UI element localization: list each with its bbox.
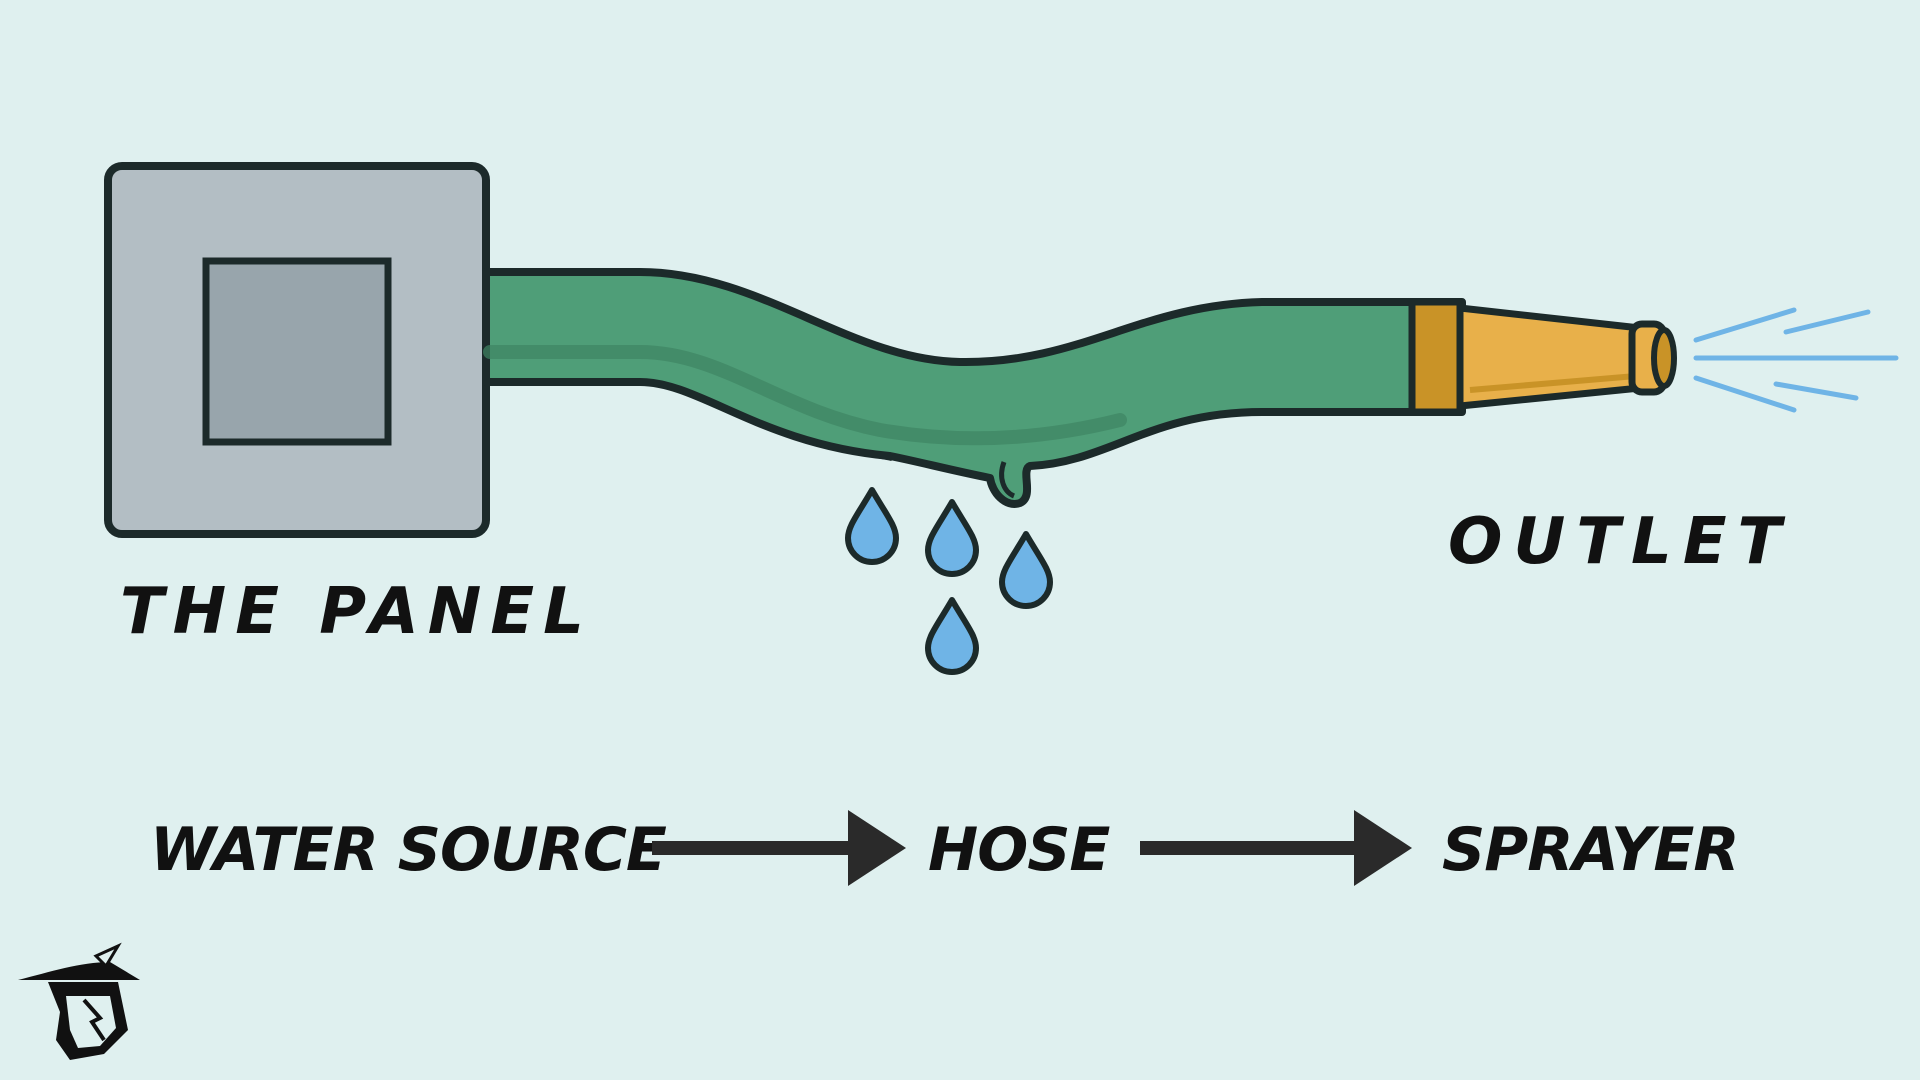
outlet-label: OUTLET (1448, 505, 1793, 579)
flow-step-water-source: WATER SOURCE (150, 815, 667, 885)
hose (482, 268, 1466, 508)
arrow-right-icon (652, 810, 906, 886)
water-drop-icon (845, 487, 1053, 675)
water-spray-icon (1693, 307, 1899, 413)
panel-label: THE PANEL (120, 575, 593, 649)
nozzle (1408, 298, 1677, 416)
arrow-right-icon (1140, 810, 1412, 886)
panel-box (104, 162, 490, 538)
lineman-logo-icon (18, 942, 140, 1060)
flow-step-hose: HOSE (928, 815, 1110, 885)
flow-step-sprayer: SPRAYER (1442, 815, 1740, 885)
flow-row: WATER SOURCE HOSE SPRAYER (0, 808, 1920, 888)
